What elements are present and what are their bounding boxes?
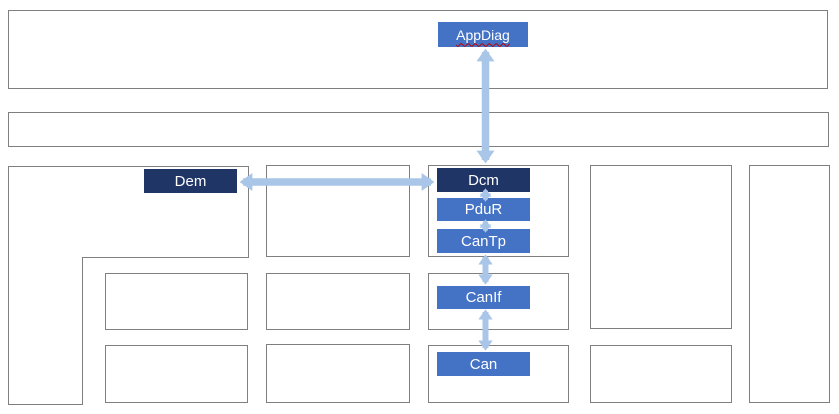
node-cantp: CanTp — [437, 229, 530, 253]
node-canif-label: CanIf — [465, 289, 502, 306]
container-box-col2-row1 — [266, 165, 410, 257]
node-canif: CanIf — [437, 286, 530, 309]
container-box-col2-row3 — [266, 344, 410, 403]
node-appdiag-label: AppDiag — [456, 26, 510, 43]
node-cantp-label: CanTp — [460, 232, 507, 250]
container-box-col4-tall — [590, 165, 732, 329]
container-box-col4-row3 — [590, 345, 732, 403]
container-box-col1-row3 — [105, 345, 248, 403]
container-box-top-row2 — [8, 112, 829, 147]
node-dcm: Dcm — [437, 168, 530, 192]
container-box-top-row1 — [8, 10, 828, 89]
l-shaped-container-box — [8, 166, 249, 405]
container-box-col5-tall — [749, 165, 830, 403]
container-box-col1-row2 — [105, 273, 248, 330]
node-can-label: Can — [469, 355, 498, 373]
node-can: Can — [437, 352, 530, 376]
node-dem-label: Dem — [174, 172, 207, 190]
node-dcm-label: Dcm — [468, 171, 499, 189]
node-appdiag: AppDiag — [438, 22, 528, 47]
container-box-col2-row2 — [266, 273, 410, 330]
l-shaped-container-outline — [8, 166, 249, 405]
node-pdur-label: PduR — [464, 201, 503, 218]
node-dem: Dem — [144, 169, 237, 193]
node-pdur: PduR — [437, 198, 530, 221]
